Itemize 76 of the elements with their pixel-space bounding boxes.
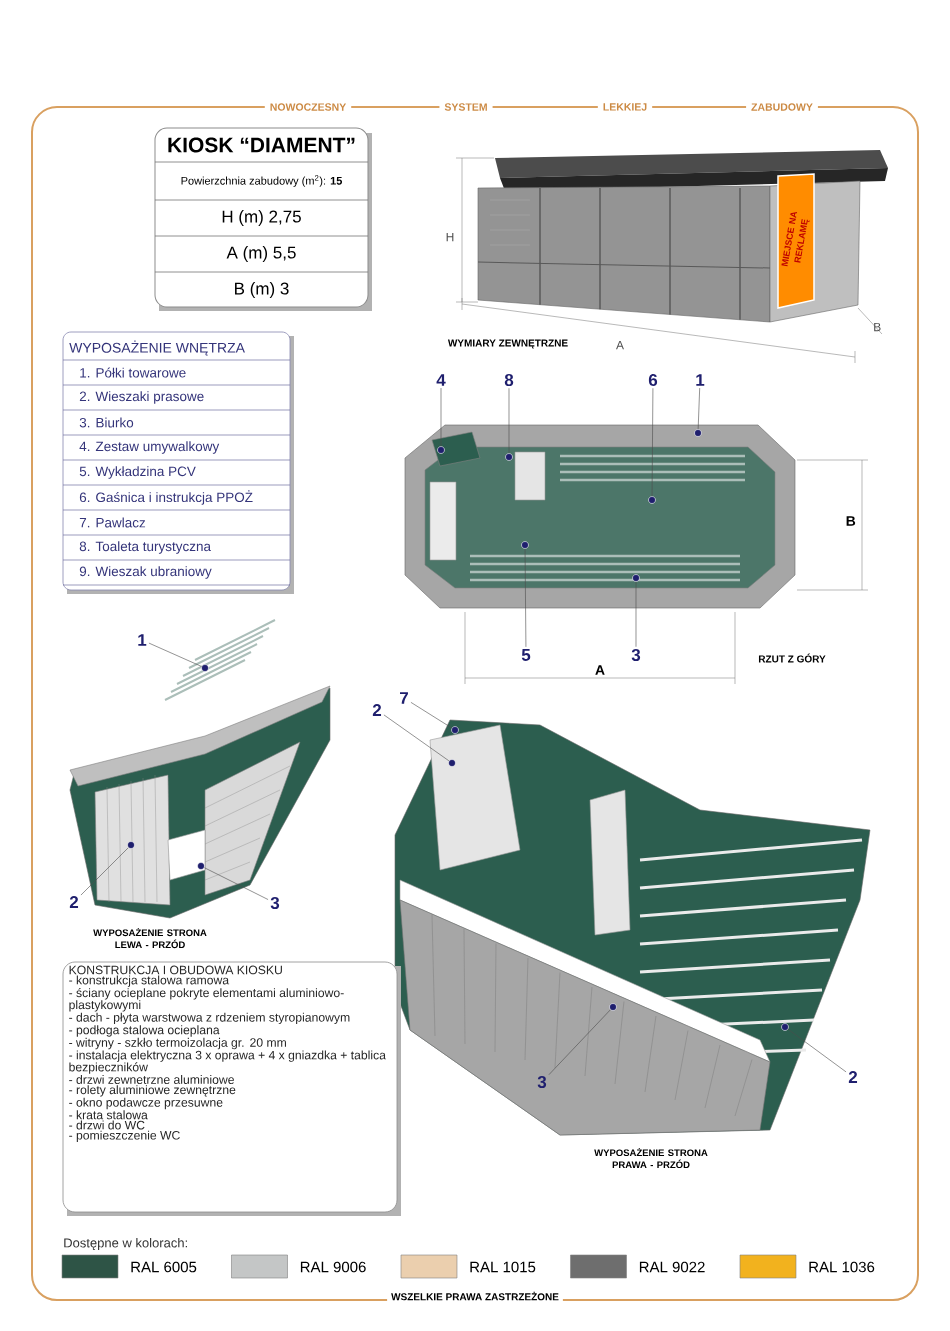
list-item: - dach - płyta warstwowa z rdzeniem styropianowym xyxy=(69,1012,350,1025)
list-item: - drzwi do WC xyxy=(69,1120,145,1130)
callout-number: 2 xyxy=(69,896,79,908)
caption: WYPOSAŻENIE STRONA LEWA - PRZÓD xyxy=(93,927,207,949)
callout-number: 5 xyxy=(521,649,531,661)
list-item: 6. Gaśnica i instrukcja PPOŻ xyxy=(79,490,253,505)
list-item: 3. Biurko xyxy=(79,417,134,428)
list-item: 1. Półki towarowe xyxy=(80,367,186,378)
leader-line xyxy=(204,867,269,900)
table-cell: H (m) 2,75 xyxy=(222,210,301,226)
leader-line xyxy=(787,1028,847,1073)
callout-number: 7 xyxy=(400,692,408,704)
callout-number: 2 xyxy=(848,1071,858,1083)
footer-text: WSZELKIE PRAWA ZASTRZEŻONE xyxy=(387,1290,563,1302)
leader-line xyxy=(80,847,129,896)
legend-text: RAL 6005 xyxy=(131,1261,197,1273)
list-item: - ściany ocieplane pokryte elementami aluminiowo-plastykowymi xyxy=(69,988,344,1012)
leader-line xyxy=(383,714,450,762)
caption: RZUT Z GÓRY xyxy=(758,653,826,663)
table-title: KIOSK “DIAMENT” xyxy=(168,137,355,153)
tagline-text: LEKKIEJ xyxy=(597,102,653,112)
caption: WYPOSAŻENIE STRONA PRAWA - PRZÓD xyxy=(594,1147,708,1169)
dimension-label: A xyxy=(595,665,605,675)
list-item: 8. Toaleta turystyczna xyxy=(79,541,211,554)
tagline-text: ZABUDOWY xyxy=(746,102,818,112)
dimension-label: H xyxy=(446,232,454,242)
callout-number: 4 xyxy=(436,374,446,386)
legend-text: RAL 9006 xyxy=(300,1261,366,1273)
list-item: - konstrukcja stalowa ramowa xyxy=(69,975,230,987)
leader-line xyxy=(410,702,453,729)
legend-text: RAL 9022 xyxy=(639,1261,705,1273)
list-item: 9. Wieszak ubraniowy xyxy=(79,566,212,579)
table-cell: B (m) 3 xyxy=(235,282,289,298)
tagline-text: SYSTEM xyxy=(439,102,493,112)
legend-text: RAL 1036 xyxy=(809,1261,875,1273)
legend-text: RAL 1015 xyxy=(470,1261,536,1273)
list-item: - pomieszczenie WC xyxy=(69,1130,180,1142)
callout-number: 3 xyxy=(537,1076,547,1089)
list-item: 5. Wykładzina PCV xyxy=(79,466,196,479)
dimension-label: B xyxy=(846,516,856,526)
callout-number: 8 xyxy=(504,374,514,387)
callout-number: 6 xyxy=(648,374,658,387)
leader-line xyxy=(508,387,510,454)
legend-heading: Dostępne w kolorach: xyxy=(64,1237,187,1251)
list-item: - okno podawcze przesuwne xyxy=(69,1097,223,1110)
dimension-label: B xyxy=(874,322,881,332)
list-item: - rolety aluminiowe zewnętrzne xyxy=(69,1085,236,1097)
list-heading: KONSTRUKCJA I OBUDOWA KIOSKU xyxy=(69,965,282,975)
dimension-label: A xyxy=(616,340,624,350)
callout-number: 1 xyxy=(138,634,147,646)
list-item: - drzwi zewnetrzne aluminiowe xyxy=(69,1075,234,1084)
list-item: - witryny - szkło termoizolacja gr. 20 mm xyxy=(69,1037,286,1050)
list-panel xyxy=(62,331,294,594)
list-item: 7. Pawlacz xyxy=(79,517,146,528)
callout-number: 2 xyxy=(372,704,382,716)
list-item: - instalacja elektryczna 3 x oprawa + 4 x gniazdka + tablica bezpieczników xyxy=(69,1050,386,1074)
caption: WYMIARY ZEWNĘTRZNE xyxy=(447,339,568,349)
leader-line xyxy=(148,642,202,667)
leader-line xyxy=(697,387,700,430)
leader-line xyxy=(524,548,527,648)
list-heading: WYPOSAŻENIE WNĘTRZA xyxy=(69,340,245,356)
leader-line xyxy=(651,387,654,497)
leader-line xyxy=(635,581,637,648)
table-cell: Powierzchnia zabudowy (m$^{2}$): 15 xyxy=(181,175,343,187)
list-item: 4. Zestaw umywalkowy xyxy=(79,441,220,454)
callout-number: 3 xyxy=(631,649,641,662)
table-cell: A (m) 5,5 xyxy=(226,246,296,262)
tagline-text: NOWOCZESNY xyxy=(264,102,352,112)
list-panel xyxy=(62,961,401,1216)
callout-number: 1 xyxy=(696,374,705,386)
leader-line xyxy=(548,1009,611,1075)
spec-table xyxy=(154,127,372,311)
callout-number: 3 xyxy=(270,897,280,910)
list-item: - podłoga stalowa ocieplana xyxy=(69,1025,220,1037)
list-item: 2. Wieszaki prasowe xyxy=(79,391,204,404)
list-item: - krata stalowa xyxy=(69,1110,148,1120)
